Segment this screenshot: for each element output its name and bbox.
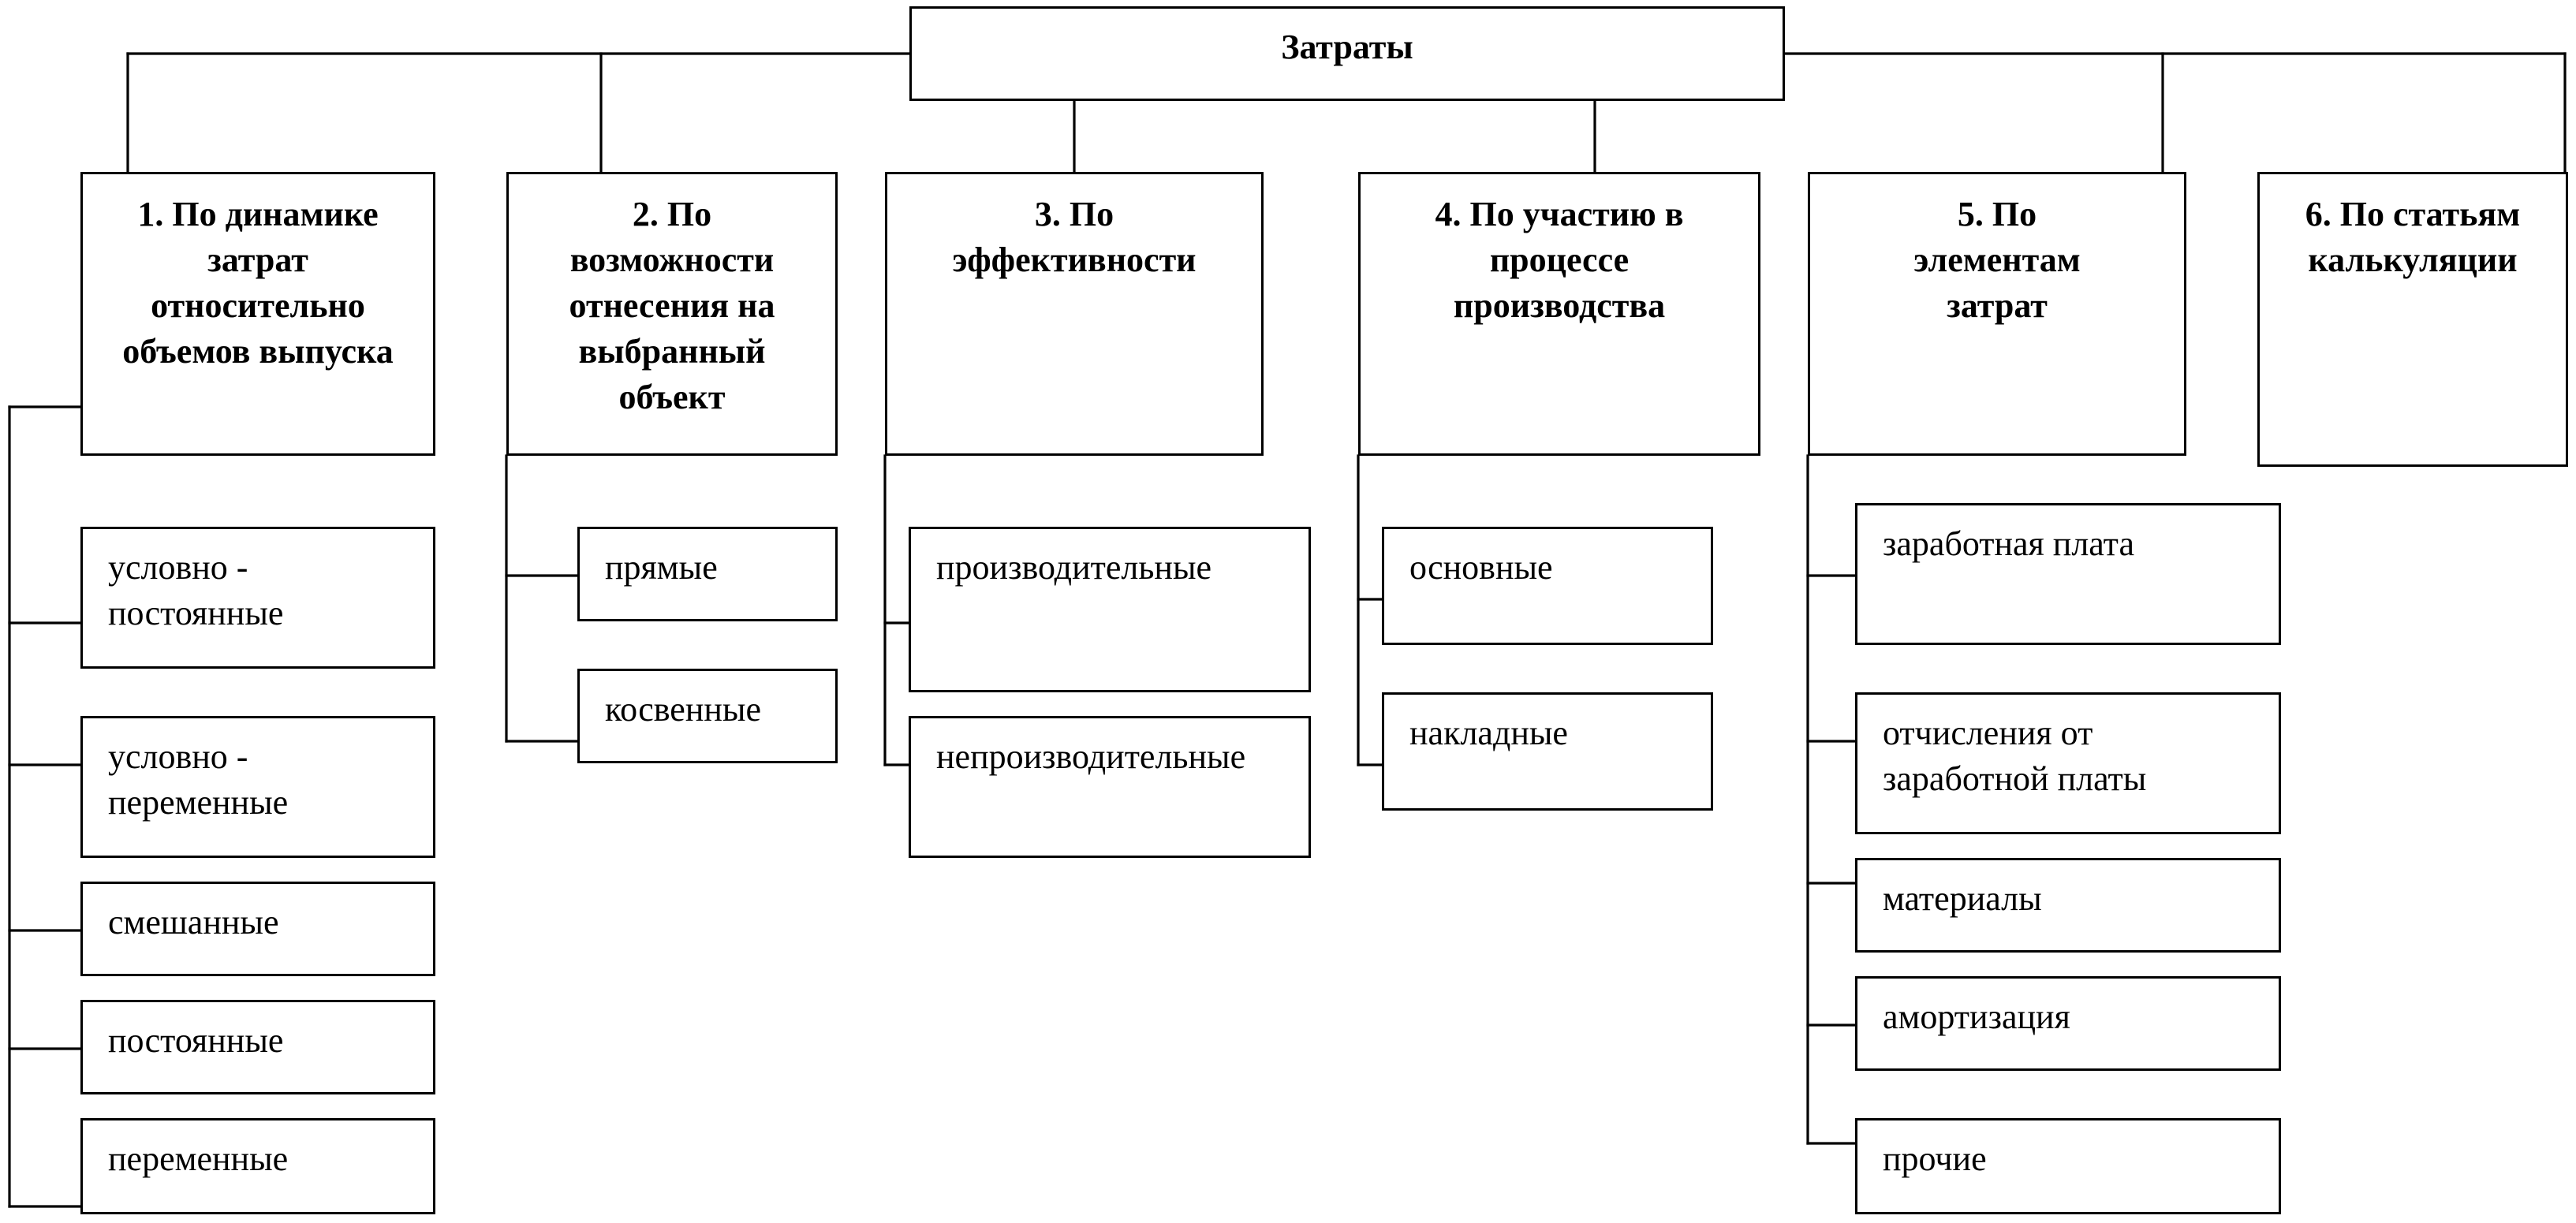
root-node-label: Затраты bbox=[1281, 28, 1413, 66]
group-2-item-label: косвенные bbox=[605, 690, 761, 729]
group-5-item: заработная плата bbox=[1855, 503, 2281, 645]
group-5-item-label: амортизация bbox=[1883, 997, 2070, 1036]
group-2-title: 2. По возможности отнесения на выбранный… bbox=[569, 195, 775, 416]
group-1-item-label: смешанные bbox=[108, 903, 279, 941]
group-3-title: 3. По эффективности bbox=[952, 195, 1197, 279]
group-5-item-label: отчисления от заработной платы bbox=[1883, 714, 2147, 798]
group-5-title: 5. По элементам затрат bbox=[1913, 195, 2081, 325]
group-6-title: 6. По статьям калькуляции bbox=[2305, 195, 2521, 279]
group-2-item-label: прямые bbox=[605, 548, 718, 587]
group-5-item: отчисления от заработной платы bbox=[1855, 692, 2281, 834]
group-5-item: прочие bbox=[1855, 1118, 2281, 1214]
group-1-item-label: постоянные bbox=[108, 1021, 284, 1060]
group-1-item: постоянные bbox=[80, 1000, 435, 1094]
group-3-header: 3. По эффективности bbox=[885, 172, 1264, 456]
group-5-item-label: материалы bbox=[1883, 879, 2042, 918]
group-2-item: косвенные bbox=[577, 669, 838, 763]
group-1-title: 1. По динамике затрат относительно объем… bbox=[122, 195, 394, 371]
group-3-item: производительные bbox=[909, 527, 1311, 692]
group-4-item-label: накладные bbox=[1409, 714, 1568, 752]
group-5-item: материалы bbox=[1855, 858, 2281, 953]
group-1-item-label: условно - постоянные bbox=[108, 548, 284, 632]
group-1-item: смешанные bbox=[80, 882, 435, 976]
group-4-item-label: основные bbox=[1409, 548, 1553, 587]
group-1-item: условно - постоянные bbox=[80, 527, 435, 669]
group-4-header: 4. По участию в процессе производства bbox=[1358, 172, 1760, 456]
root-node: Затраты bbox=[909, 6, 1785, 101]
group-2-item: прямые bbox=[577, 527, 838, 621]
group-4-title: 4. По участию в процессе производства bbox=[1435, 195, 1684, 325]
group-1-header: 1. По динамике затрат относительно объем… bbox=[80, 172, 435, 456]
group-2-header: 2. По возможности отнесения на выбранный… bbox=[506, 172, 838, 456]
group-1-item-label: переменные bbox=[108, 1139, 289, 1178]
group-5-item-label: прочие bbox=[1883, 1139, 1987, 1178]
group-5-item-label: заработная плата bbox=[1883, 524, 2134, 563]
group-5-item: амортизация bbox=[1855, 976, 2281, 1071]
group-3-item-label: непроизводительные bbox=[936, 737, 1246, 776]
group-1-item-label: условно - переменные bbox=[108, 737, 289, 822]
group-3-item-label: производительные bbox=[936, 548, 1212, 587]
group-3-item: непроизводительные bbox=[909, 716, 1311, 858]
group-1-item: условно - переменные bbox=[80, 716, 435, 858]
group-5-header: 5. По элементам затрат bbox=[1808, 172, 2186, 456]
group-4-item: основные bbox=[1382, 527, 1713, 645]
group-6-header: 6. По статьям калькуляции bbox=[2257, 172, 2568, 467]
group-4-item: накладные bbox=[1382, 692, 1713, 811]
group-1-item: переменные bbox=[80, 1118, 435, 1214]
